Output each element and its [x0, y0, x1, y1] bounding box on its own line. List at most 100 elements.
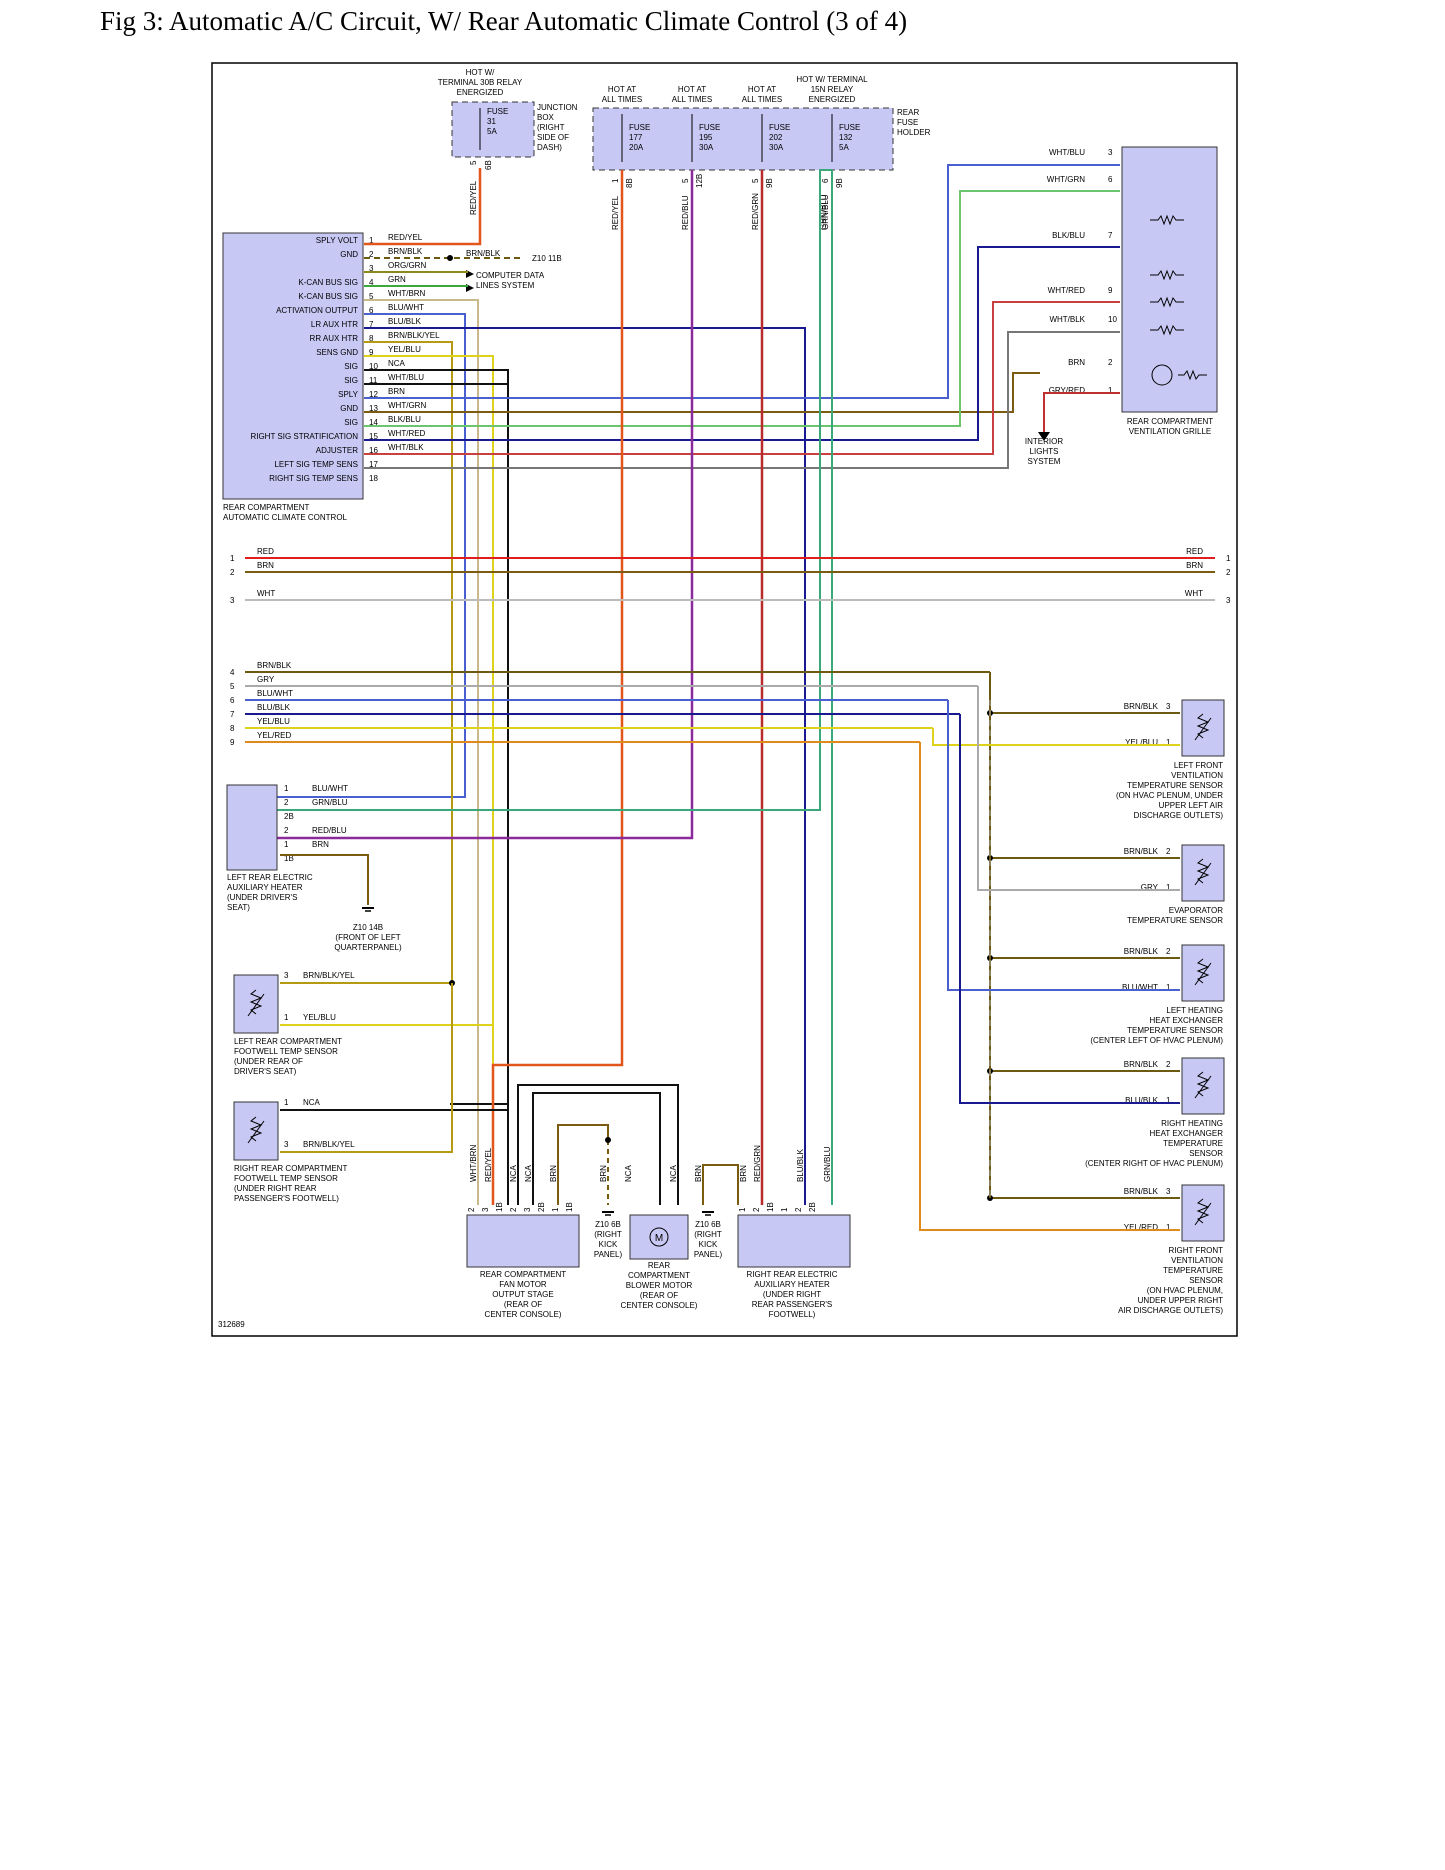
fuse-label: FUSE — [629, 123, 650, 132]
wire-label: YEL/BLU — [303, 1013, 336, 1022]
bus-number-label: 5 — [230, 682, 235, 691]
wire-label: BLU/BLK — [388, 317, 422, 326]
sensor-name-label: UNDER UPPER RIGHT — [1138, 1296, 1223, 1305]
pin-label: 2B — [808, 1202, 817, 1212]
thermistor-symbol — [1196, 1071, 1210, 1097]
thermistor-symbol — [1196, 713, 1210, 739]
wire-label: BRN/BLK — [1124, 1187, 1159, 1196]
wire-label: BRN/BLK/YEL — [303, 1140, 355, 1149]
connector-label: 6B — [484, 160, 493, 170]
sensor-name-label: TEMPERATURE SENSOR — [1127, 781, 1223, 790]
wire-line — [364, 327, 806, 1205]
module-signal-label: SPLY VOLT — [316, 236, 358, 245]
wire-line — [364, 164, 1120, 399]
interior-lights-label: INTERIOR — [1025, 437, 1063, 446]
sensor-name-label: TEMPERATURE SENSOR — [1127, 916, 1223, 925]
sensor-name-label: (ON HVAC PLENUM, UNDER — [1116, 791, 1223, 800]
fuse-label: 20A — [629, 143, 644, 152]
wire-label: NCA — [524, 1164, 533, 1182]
pin-label: 1 — [284, 840, 289, 849]
wire-label: WHT/BLU — [1049, 148, 1085, 157]
wire-label: BRN/BLK — [466, 249, 501, 258]
resistor-symbol — [1150, 296, 1184, 308]
footwell-left-name-label: DRIVER'S SEAT) — [234, 1067, 297, 1076]
sensor-name-label: LEFT FRONT — [1174, 761, 1223, 770]
module-signal-label: RR AUX HTR — [310, 334, 359, 343]
wire-label: NCA — [669, 1164, 678, 1182]
pin-label: 8 — [369, 334, 374, 343]
wire-label: ORG/GRN — [388, 261, 426, 270]
wire-label: BRN/BLK — [1124, 947, 1159, 956]
left-heater-name-label: SEAT) — [227, 903, 250, 912]
thermistor-symbol — [1194, 1202, 1212, 1226]
wire-line — [557, 1124, 609, 1205]
diagram-frame — [211, 62, 1238, 1337]
pin-label: 3 — [1166, 702, 1171, 711]
fan-stage-name-label: CENTER CONSOLE) — [485, 1310, 562, 1319]
ground-name-label: PANEL) — [594, 1250, 623, 1259]
wire-label: BLU/BLK — [1125, 1096, 1159, 1105]
wire-label: BRN/BLK/YEL — [303, 971, 355, 980]
resistor-symbol — [1178, 369, 1207, 381]
sensor-name-label: DISCHARGE OUTLETS) — [1134, 811, 1224, 820]
thermistor-symbol — [1194, 1075, 1212, 1099]
hot-at-all-times-label: HOT AT — [748, 85, 776, 94]
left-heater-name-label: LEFT REAR ELECTRIC — [227, 873, 313, 882]
pin-label: 1 — [284, 1013, 289, 1022]
ground-name-label: KICK — [599, 1240, 618, 1249]
wire-line — [919, 742, 1180, 1231]
sensor-name-label: VENTILATION — [1171, 1256, 1223, 1265]
wire-line — [230, 169, 832, 811]
thermistor-symbol — [247, 993, 265, 1017]
pin-label: 5 — [681, 178, 690, 183]
wire-label: WHT/RED — [1048, 286, 1086, 295]
pin-label: 2 — [467, 1207, 476, 1212]
hot-at-all-times-label: ALL TIMES — [672, 95, 712, 104]
module-name-label: AUTOMATIC CLIMATE CONTROL — [223, 513, 348, 522]
junction-box-label: BOX — [537, 113, 555, 122]
sensor-name-label: AIR DISCHARGE OUTLETS) — [1118, 1306, 1223, 1315]
wire-line — [364, 299, 479, 1205]
pin-label: 1 — [1166, 1096, 1171, 1105]
wire-label: NCA — [388, 359, 406, 368]
wire-label: GRY — [257, 675, 275, 684]
grille-name-label: VENTILATION GRILLE — [1129, 427, 1212, 436]
sensor-name-label: SENSOR — [1189, 1276, 1223, 1285]
hot-15n-label: 15N RELAY — [811, 85, 854, 94]
wire-label: GRN/BLU — [312, 798, 348, 807]
wire-label: BLU/BLK — [796, 1148, 805, 1182]
module-signal-label: SIG — [344, 376, 358, 385]
sensor-name-label: TEMPERATURE — [1163, 1139, 1223, 1148]
grille-name-label: REAR COMPARTMENT — [1127, 417, 1213, 426]
wire-label: BRN/BLK — [1124, 1060, 1159, 1069]
left-heater-name-label: AUXILIARY HEATER — [227, 883, 303, 892]
module-signal-label: GND — [340, 404, 358, 413]
connector-label: 8B — [625, 178, 634, 188]
wire-line — [230, 313, 466, 798]
fuse-label: 30A — [769, 143, 784, 152]
wire-line — [364, 190, 1120, 427]
blower-name-label: CENTER CONSOLE) — [621, 1301, 698, 1310]
wire-line — [364, 331, 1120, 469]
fuse-label: 195 — [699, 133, 713, 142]
pin-label: 2 — [284, 826, 289, 835]
wire-label: RED/YEL — [388, 233, 423, 242]
bus-number-label: 8 — [230, 724, 235, 733]
interior-lights-label: SYSTEM — [1028, 457, 1061, 466]
wire-label: RED/BLU — [681, 195, 690, 230]
thermistor-symbol — [1194, 862, 1212, 886]
wire-line — [959, 714, 1180, 1104]
ground-name-label: QUARTERPANEL) — [334, 943, 402, 952]
sensor-name-label: EVAPORATOR — [1169, 906, 1223, 915]
wire-label: GRN/BLU — [819, 194, 828, 230]
pin-label: 13 — [369, 404, 378, 413]
led-symbol — [1151, 364, 1173, 386]
pin-label: 7 — [1108, 231, 1113, 240]
hot-at-all-times-label: HOT AT — [608, 85, 636, 94]
footwell-left-name-label: (UNDER REAR OF — [234, 1057, 303, 1066]
thermistor-symbol — [249, 1116, 263, 1142]
thermistor-symbol — [1196, 858, 1210, 884]
wire-line — [280, 983, 453, 1153]
wire-line — [702, 1164, 739, 1205]
module-signal-label: RIGHT SIG STRATIFICATION — [250, 432, 358, 441]
